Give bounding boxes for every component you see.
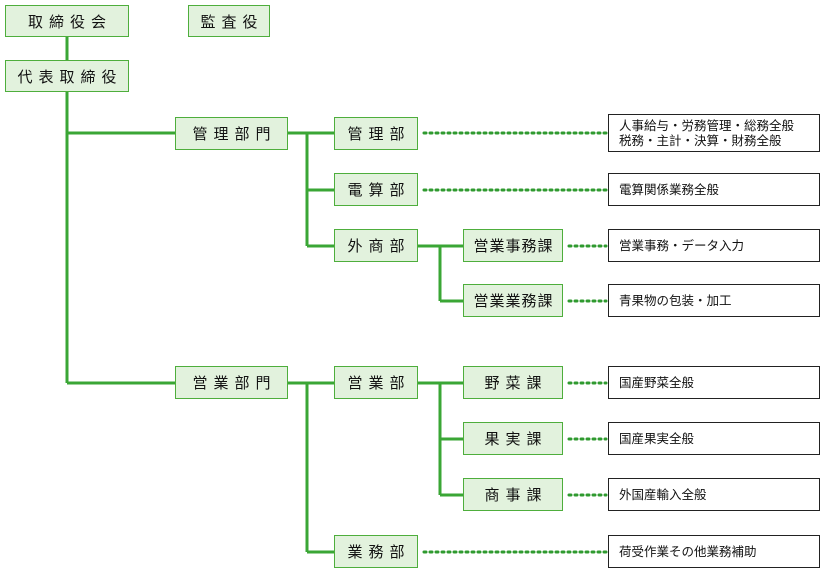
- kanri-dept-box: 管理部: [334, 117, 418, 150]
- densan-dept-box: 電算部: [334, 173, 418, 206]
- admin-division-box: 管理部門: [175, 117, 288, 150]
- sales-division-box: 営業部門: [175, 366, 288, 399]
- eigyo-dept-box: 営業部: [334, 366, 418, 399]
- board-of-directors-box: 取締役会: [5, 5, 129, 37]
- gaisho-dept-box: 外商部: [334, 229, 418, 262]
- shoji-section-box: 商事課: [463, 478, 563, 511]
- yasai-section-box: 野菜課: [463, 366, 563, 399]
- eigyo-jimu-section-box: 営業事務課: [463, 229, 563, 262]
- president-box: 代表取締役: [5, 60, 129, 92]
- auditor-box: 監査役: [188, 5, 270, 37]
- eigyo-jimu-desc: 営業事務・データ入力: [608, 229, 820, 262]
- eigyo-gyomu-desc: 青果物の包装・加工: [608, 284, 820, 317]
- kajitsu-desc: 国産果実全般: [608, 422, 820, 455]
- shoji-desc: 外国産輸入全般: [608, 478, 820, 511]
- yasai-desc: 国産野菜全般: [608, 366, 820, 399]
- kanri-desc-line1: 人事給与・労務管理・総務全般: [619, 118, 795, 133]
- kajitsu-section-box: 果実課: [463, 422, 563, 455]
- kanri-desc-line2: 税務・主計・決算・財務全般: [619, 133, 782, 148]
- densan-desc: 電算関係業務全般: [608, 173, 820, 206]
- gyomu-dept-box: 業務部: [334, 535, 418, 568]
- kanri-desc: 人事給与・労務管理・総務全般 税務・主計・決算・財務全般: [608, 114, 820, 152]
- eigyo-gyomu-section-box: 営業業務課: [463, 284, 563, 317]
- gyomu-desc: 荷受作業その他業務補助: [608, 535, 820, 568]
